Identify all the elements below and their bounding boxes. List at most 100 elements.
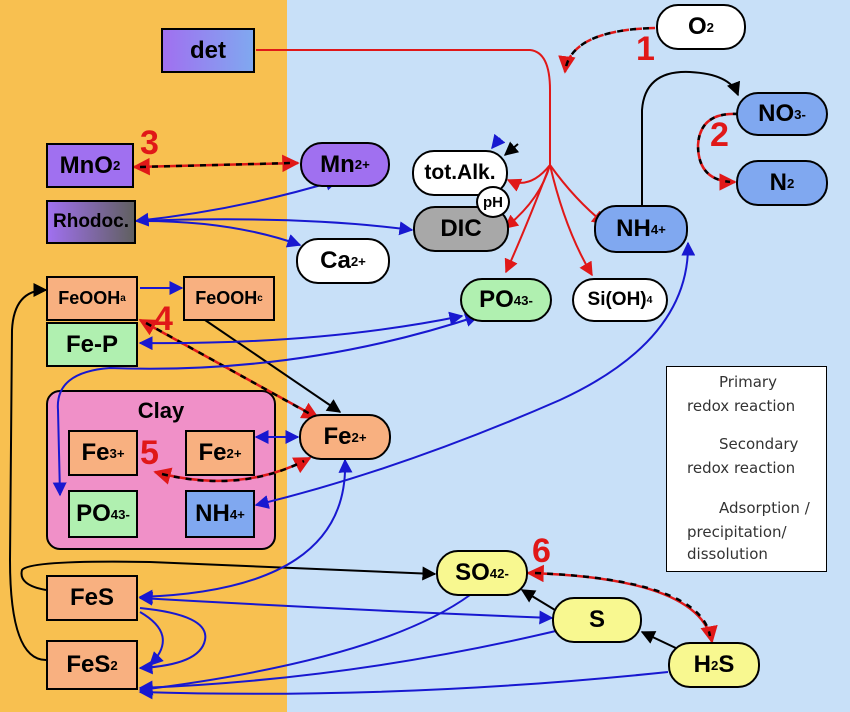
po4-sub: 4 [513, 292, 522, 308]
no3-sub: 3 [794, 106, 802, 122]
fe2-label: Fe [323, 423, 352, 450]
feoohA-label: FeOOH [58, 288, 121, 308]
o2-reduction-arrow [558, 26, 656, 74]
nh4-sup: + [658, 221, 666, 237]
fe2clay-sup: 2+ [226, 445, 242, 461]
legend-secondary-line1: Secondary [719, 435, 799, 453]
total-alkalinity-node: tot.Alk. [412, 150, 508, 196]
fes-label: FeS [69, 584, 114, 611]
ca2-label: Ca [320, 247, 351, 274]
rhodochrosite-node: Rhodoc. [46, 200, 136, 244]
fe2-sup: 2+ [351, 429, 367, 445]
reaction-number-4: 4 [154, 300, 173, 338]
h2s-pyrite-arrow [138, 671, 669, 700]
fe3clay-label: Fe [81, 439, 110, 466]
nh4clay-label: NH [195, 500, 230, 527]
denitrification-arrow-dash [696, 112, 739, 184]
fes2-label: FeS [66, 651, 111, 678]
fes-oxidation-arrow [20, 560, 437, 591]
no3-sup: - [801, 106, 806, 122]
nh4clay-sub: 4 [229, 506, 238, 522]
po4-sup: 3- [521, 292, 533, 308]
totalk-label: tot.Alk. [424, 161, 496, 184]
s-label: S [588, 606, 605, 633]
reaction-number-6: 6 [532, 532, 551, 570]
mn2-sup: 2+ [354, 157, 370, 172]
silicic-acid-node: Si(OH)4 [572, 278, 668, 322]
sioh4-label: Si(OH) [587, 289, 647, 310]
po4clay-sub: 4 [110, 506, 119, 522]
fes-pyrite-arrow-1 [138, 607, 207, 675]
o2-reduction-arrow-dash [563, 26, 656, 73]
fe2clay-label: Fe [198, 439, 227, 466]
feoohC-label: FeOOH [195, 288, 258, 308]
legend-adsorption-text-2: precipitation/ dissolution [687, 521, 787, 565]
legend-adsorption-line1: Adsorption / [719, 499, 810, 517]
mn-redox-arrow-dash [139, 161, 293, 169]
det-node: det [161, 28, 255, 73]
rhodochrosite-arrows [134, 176, 414, 248]
fe-p-node: Fe-P [46, 322, 138, 367]
so4-sub: 4 [489, 565, 498, 581]
s-oxidation-arrow [520, 589, 556, 611]
legend-primary-line1: Primary [719, 373, 777, 391]
po4clay-label: PO [76, 500, 111, 527]
fes-s-arrow [138, 591, 554, 625]
po4clay-sup: 3- [118, 506, 130, 522]
h2s-sub: 2 [710, 657, 719, 673]
fes2-sub: 2 [110, 657, 118, 673]
legend-adsorption-line2: precipitation/ [687, 523, 787, 541]
dic-node: DIC [413, 206, 509, 252]
h2s-label-h: H [693, 651, 711, 678]
reaction-number-3: 3 [140, 124, 159, 162]
sulfate-reduction-arrow [526, 564, 718, 644]
mno2-sub: 2 [112, 158, 121, 173]
o2-label: O [687, 13, 707, 40]
h2s-label-s: S [718, 651, 735, 678]
po4-label: PO [479, 286, 514, 313]
sioh4-sub: 4 [646, 294, 653, 306]
mn2-label: Mn [320, 150, 355, 178]
nitrification-arrow [641, 70, 741, 205]
s-pyrite-arrow [138, 629, 561, 695]
dic-label: DIC [440, 215, 482, 242]
ca2-sup: 2+ [350, 253, 366, 269]
fes-node: FeS [46, 575, 138, 621]
pyrite-oxidation-arrow [8, 283, 48, 661]
fep-label: Fe-P [65, 330, 118, 358]
sulfate-reduction-arrow-dash [534, 571, 712, 637]
alk-black-arrow [503, 141, 520, 156]
n2-sub: 2 [787, 175, 795, 191]
legend-adsorption-text: Adsorption / [719, 497, 810, 519]
legend-secondary-text-2: redox reaction [687, 457, 795, 479]
det-label: det [190, 36, 226, 64]
nh4-sub: 4 [650, 221, 659, 237]
legend-primary-text-2: redox reaction [687, 395, 795, 417]
legend: Primary redox reaction Secondary redox r… [666, 366, 827, 572]
legend-primary-line2: redox reaction [687, 397, 796, 415]
nh4-label: NH [616, 215, 651, 242]
ph-label: pH [483, 193, 503, 211]
no3-label: NO [758, 100, 795, 127]
mno2-label: MnO [59, 151, 113, 179]
rhodoc-label: Rhodoc. [53, 211, 129, 232]
n2-label: N [769, 169, 787, 196]
